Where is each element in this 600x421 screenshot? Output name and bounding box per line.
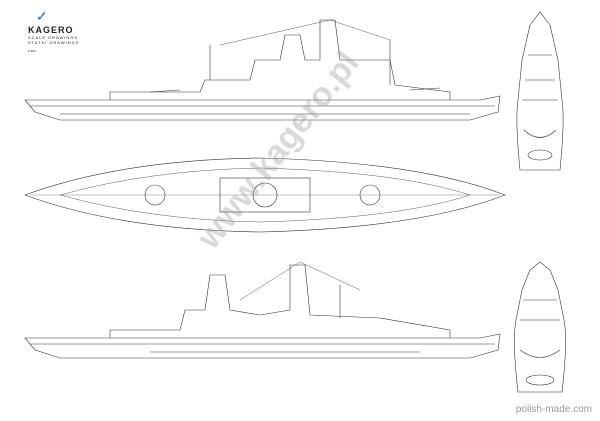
logo-line1: SCALE DRAWINGS [28, 35, 79, 40]
side-view-top [24, 19, 501, 121]
logo-line2: STATKI DRAWINGS [28, 40, 80, 45]
logo-scale: 1:350 [28, 49, 36, 53]
front-view-bottom [514, 261, 566, 393]
logo-bird-icon: ✓ [36, 8, 48, 24]
footer-link[interactable]: polish-made.com [515, 404, 592, 415]
front-view-top [516, 11, 564, 171]
plan-view [24, 157, 506, 233]
kagero-logo: ✓ KAGERO SCALE DRAWINGS STATKI DRAWINGS … [28, 8, 108, 53]
logo-brand: KAGERO [28, 25, 74, 35]
side-view-bottom [24, 261, 501, 359]
